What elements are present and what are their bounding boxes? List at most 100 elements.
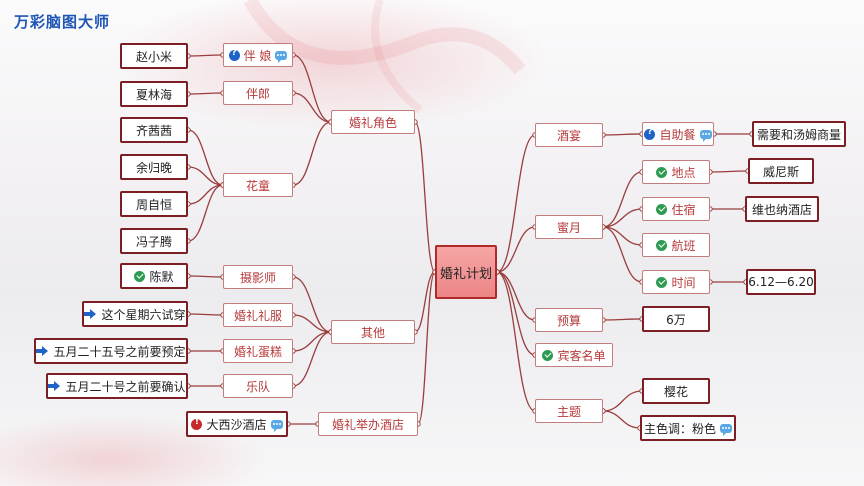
node-label: 自助餐 <box>659 127 696 142</box>
connector-root-n_other <box>414 271 436 333</box>
connector-n_honeymoon-n_stay <box>602 208 643 228</box>
node-label: 大西沙酒店 <box>206 417 267 432</box>
check-icon <box>656 239 668 251</box>
connector-root-n_banquet <box>496 134 536 273</box>
node-n-banquet[interactable]: 酒宴 <box>535 123 603 147</box>
node-label: 酒宴 <box>556 128 581 143</box>
connector-n_flower-l_qi <box>187 129 224 186</box>
node-label: 婚礼角色 <box>348 115 397 130</box>
node-l-venice[interactable]: 威尼斯 <box>748 158 814 184</box>
node-label: 主色调：粉色 <box>643 421 716 436</box>
node-label: 周自恒 <box>135 197 172 212</box>
comment-icon[interactable] <box>270 419 283 432</box>
node-l-20[interactable]: 五月二十号之前要确认 <box>46 373 188 399</box>
connector-n_other-n_cake <box>292 331 332 352</box>
node-label: 五月二十五号之前要预定 <box>53 344 186 359</box>
connector-n_banquet-n_buffet <box>602 133 643 136</box>
comment-icon[interactable] <box>699 129 712 142</box>
node-n-band[interactable]: 乐队 <box>223 374 293 398</box>
node-n-budget[interactable]: 预算 <box>535 308 603 332</box>
node-n-flower[interactable]: 花童 <box>223 173 293 197</box>
node-label: 这个星期六试穿 <box>101 307 186 322</box>
connector-root-n_venue <box>417 271 436 425</box>
node-l-date[interactable]: 6.12—6.20 <box>746 269 816 295</box>
node-l-zhou[interactable]: 周自恒 <box>120 191 188 217</box>
node-label: 摄影师 <box>239 270 276 285</box>
node-n-flight[interactable]: 航班 <box>642 233 710 257</box>
connector-n_flower-l_feng <box>187 184 224 242</box>
check-icon <box>656 276 668 288</box>
node-n-dress[interactable]: 婚礼礼服 <box>223 303 293 327</box>
check-icon <box>134 270 146 282</box>
node-label: 婚礼举办酒店 <box>331 417 404 432</box>
node-label: 地点 <box>671 165 696 180</box>
node-l-pink[interactable]: 主色调：粉色 <box>640 415 736 441</box>
node-label: 伴郎 <box>245 86 270 101</box>
node-n-guests[interactable]: 宾客名单 <box>535 343 613 367</box>
node-l-sat[interactable]: 这个星期六试穿 <box>82 301 188 327</box>
node-n-stay[interactable]: 住宿 <box>642 197 710 221</box>
node-l-zhao[interactable]: 赵小米 <box>120 43 188 69</box>
node-label: 6.12—6.20 <box>748 275 814 289</box>
check-icon <box>542 349 554 361</box>
node-l-xia[interactable]: 夏林海 <box>120 81 188 107</box>
connector-n_roles-n_flower <box>292 121 332 186</box>
node-n-groomsman[interactable]: 伴郎 <box>223 81 293 105</box>
node-label: 乐队 <box>245 379 270 394</box>
node-n-other[interactable]: 其他 <box>331 320 415 344</box>
connector-n_photo-l_chen <box>187 275 224 278</box>
connector-n_theme-l_pink <box>602 410 641 429</box>
node-label: 陈默 <box>149 269 174 284</box>
node-n-cake[interactable]: 婚礼蛋糕 <box>223 339 293 363</box>
node-l-6w[interactable]: 6万 <box>642 306 710 332</box>
node-l-negotiate[interactable]: 需要和汤姆商量 <box>752 121 846 147</box>
connector-n_groomsman-l_xia <box>187 92 224 95</box>
node-root[interactable]: 婚礼计划 <box>435 245 497 299</box>
node-l-sakura[interactable]: 樱花 <box>642 378 710 404</box>
connector-n_other-n_photo <box>292 276 332 333</box>
connector-n_flower-l_zhou <box>187 184 224 205</box>
node-label: 6万 <box>666 312 686 327</box>
node-n-time[interactable]: 时间 <box>642 270 710 294</box>
node-n-theme[interactable]: 主题 <box>535 399 603 423</box>
node-l-yu[interactable]: 余归晚 <box>120 154 188 180</box>
node-l-daxisha[interactable]: 大西沙酒店 <box>186 411 288 437</box>
node-n-bridesmaid[interactable]: 伴 娘 <box>223 43 293 67</box>
node-l-qi[interactable]: 齐茜茜 <box>120 117 188 143</box>
node-n-photo[interactable]: 摄影师 <box>223 265 293 289</box>
node-label: 需要和汤姆商量 <box>756 127 841 142</box>
node-label: 花童 <box>245 178 270 193</box>
node-l-feng[interactable]: 冯子腾 <box>120 228 188 254</box>
node-label: 婚礼计划 <box>439 266 492 282</box>
node-l-chen[interactable]: 陈默 <box>120 263 188 289</box>
node-label: 时间 <box>671 275 696 290</box>
node-n-buffet[interactable]: 自助餐 <box>642 122 714 146</box>
node-label: 蜜月 <box>556 220 581 235</box>
check-icon <box>656 203 668 215</box>
connector-root-n_guests <box>496 271 536 356</box>
node-label: 预算 <box>556 313 581 328</box>
node-l-25[interactable]: 五月二十五号之前要预定 <box>34 338 188 364</box>
node-label: 五月二十号之前要确认 <box>65 379 186 394</box>
node-n-honeymoon[interactable]: 蜜月 <box>535 215 603 239</box>
node-label: 其他 <box>360 325 385 340</box>
comment-icon[interactable] <box>275 50 288 63</box>
connector-root-n_roles <box>414 121 436 273</box>
connector-root-n_budget <box>496 271 536 321</box>
node-n-venue[interactable]: 婚礼举办酒店 <box>318 412 418 436</box>
connector-n_flower-l_yu <box>187 166 224 186</box>
connector-n_theme-l_sakura <box>602 390 643 412</box>
check-icon <box>656 166 668 178</box>
connector-n_dress-l_sat <box>187 313 224 316</box>
comment-icon[interactable] <box>720 423 732 436</box>
node-label: 余归晚 <box>135 160 172 175</box>
connector-root-n_theme <box>496 271 536 412</box>
node-label: 婚礼礼服 <box>233 308 282 323</box>
connector-n_other-n_dress <box>292 314 332 333</box>
node-n-roles[interactable]: 婚礼角色 <box>331 110 415 134</box>
connector-root-n_honeymoon <box>496 226 536 273</box>
node-l-vienna[interactable]: 维也纳酒店 <box>745 196 819 222</box>
node-n-place[interactable]: 地点 <box>642 160 710 184</box>
arrow-right-icon <box>48 381 61 391</box>
connector-n_roles-n_groomsman <box>292 92 332 123</box>
